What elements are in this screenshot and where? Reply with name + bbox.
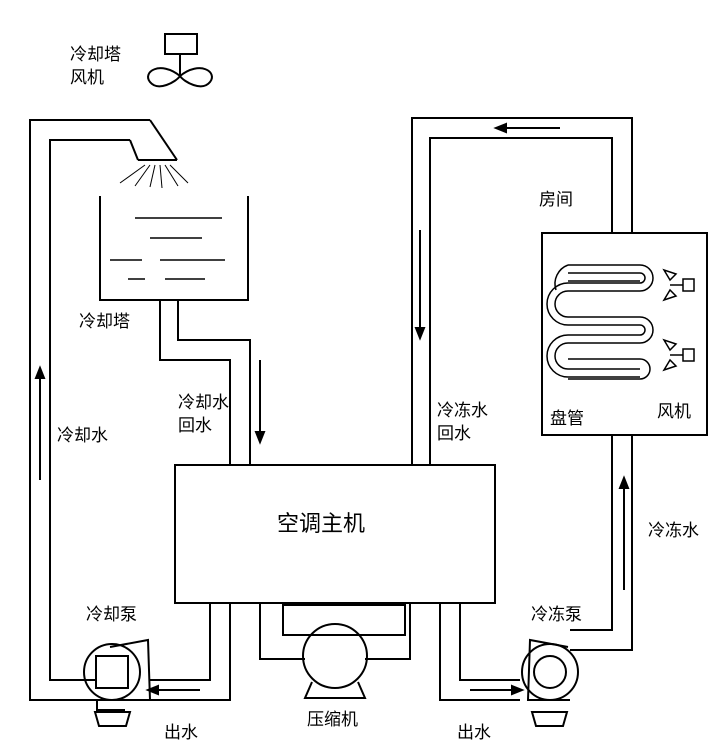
chilled-pump-label: 冷冻泵: [531, 605, 582, 625]
coil-label: 盘管: [550, 409, 584, 429]
cooling-tower-fan-icon: [147, 33, 213, 88]
chilled-water-pipe: [411, 117, 633, 701]
cooling-water-pipe: [29, 119, 251, 701]
cooling-water-label: 冷却水: [57, 426, 108, 446]
main-unit-label: 空调主机: [277, 512, 366, 537]
compressor-assembly: [259, 603, 411, 699]
outlet-left-label: 出水: [164, 723, 198, 743]
chilled-water-return-label-2: 回水: [437, 424, 471, 444]
cooling-tower-label: 冷却塔: [79, 312, 130, 332]
spray-nozzle: [119, 164, 189, 189]
chilled-pump-icon: [521, 638, 579, 727]
cooling-water-return-label-2: 回水: [178, 416, 212, 436]
coil-icon: [546, 264, 654, 380]
main-unit-box: [174, 464, 496, 604]
chilled-water-label: 冷冻水: [648, 521, 699, 541]
compressor-label: 压缩机: [307, 710, 358, 730]
room-unit-box: [541, 232, 708, 436]
cooling-tower-fan-label-1: 冷却塔: [70, 45, 121, 65]
flow-arrows: [34, 122, 630, 696]
cooling-pump-label: 冷却泵: [86, 605, 137, 625]
cooling-tower-basin: [99, 196, 249, 301]
cooling-tower-fan-label-2: 风机: [70, 68, 104, 88]
fan-icon: [662, 268, 695, 372]
cooling-water-return-label-1: 冷却水: [178, 393, 229, 413]
fan-label: 风机: [657, 402, 691, 422]
room-label: 房间: [539, 190, 573, 210]
outlet-right-label: 出水: [457, 723, 491, 743]
chilled-water-return-label-1: 冷冻水: [437, 401, 488, 421]
cooling-pump-icon: [83, 638, 152, 727]
